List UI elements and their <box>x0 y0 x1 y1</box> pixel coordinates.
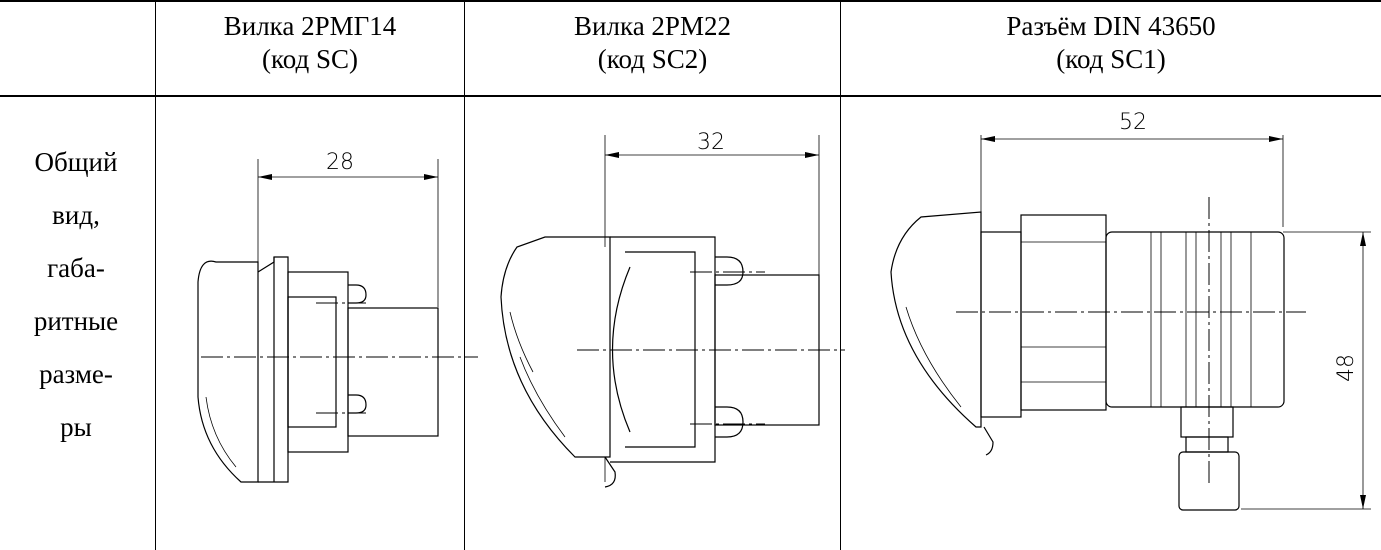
dim-sc2-width: 32 <box>697 130 725 155</box>
dim-sc1-width: 52 <box>1119 110 1147 135</box>
row-label: Общий вид, габа- ритные разме- ры <box>6 136 146 454</box>
header-sc1-line1: Разъём DIN 43650 <box>1006 11 1216 41</box>
header-sc1: Разъём DIN 43650 (код SC1) <box>841 10 1381 76</box>
dim-sc1-height: 48 <box>1334 354 1359 382</box>
row-label-line: ритные <box>33 306 119 336</box>
col-divider-2 <box>464 0 465 550</box>
header-sc: Вилка 2РМГ14 (код SC) <box>156 10 464 76</box>
drawing-sc: 28 <box>197 150 478 483</box>
drawing-sc2: 32 <box>500 130 845 488</box>
header-sc1-line2: (код SC1) <box>1056 44 1166 74</box>
table-top-border <box>0 0 1381 2</box>
row-label-line: разме- <box>39 359 113 389</box>
header-sc2: Вилка 2РМ22 (код SC2) <box>465 10 840 76</box>
header-bottom-border <box>0 95 1381 97</box>
row-label-line: ры <box>60 412 92 442</box>
drawing-sc1: 52 48 <box>890 110 1371 511</box>
col-divider-3 <box>840 0 841 550</box>
col-divider-1 <box>155 0 156 550</box>
row-label-line: габа- <box>47 253 105 283</box>
row-label-line: Общий <box>34 147 118 177</box>
header-sc-line1: Вилка 2РМГ14 <box>223 11 397 41</box>
header-sc2-line2: (код SC2) <box>597 44 708 74</box>
row-label-line: вид, <box>52 200 100 230</box>
dim-sc-width: 28 <box>326 150 354 175</box>
header-sc-line2: (код SC) <box>262 44 358 74</box>
header-sc2-line1: Вилка 2РМ22 <box>574 11 731 41</box>
